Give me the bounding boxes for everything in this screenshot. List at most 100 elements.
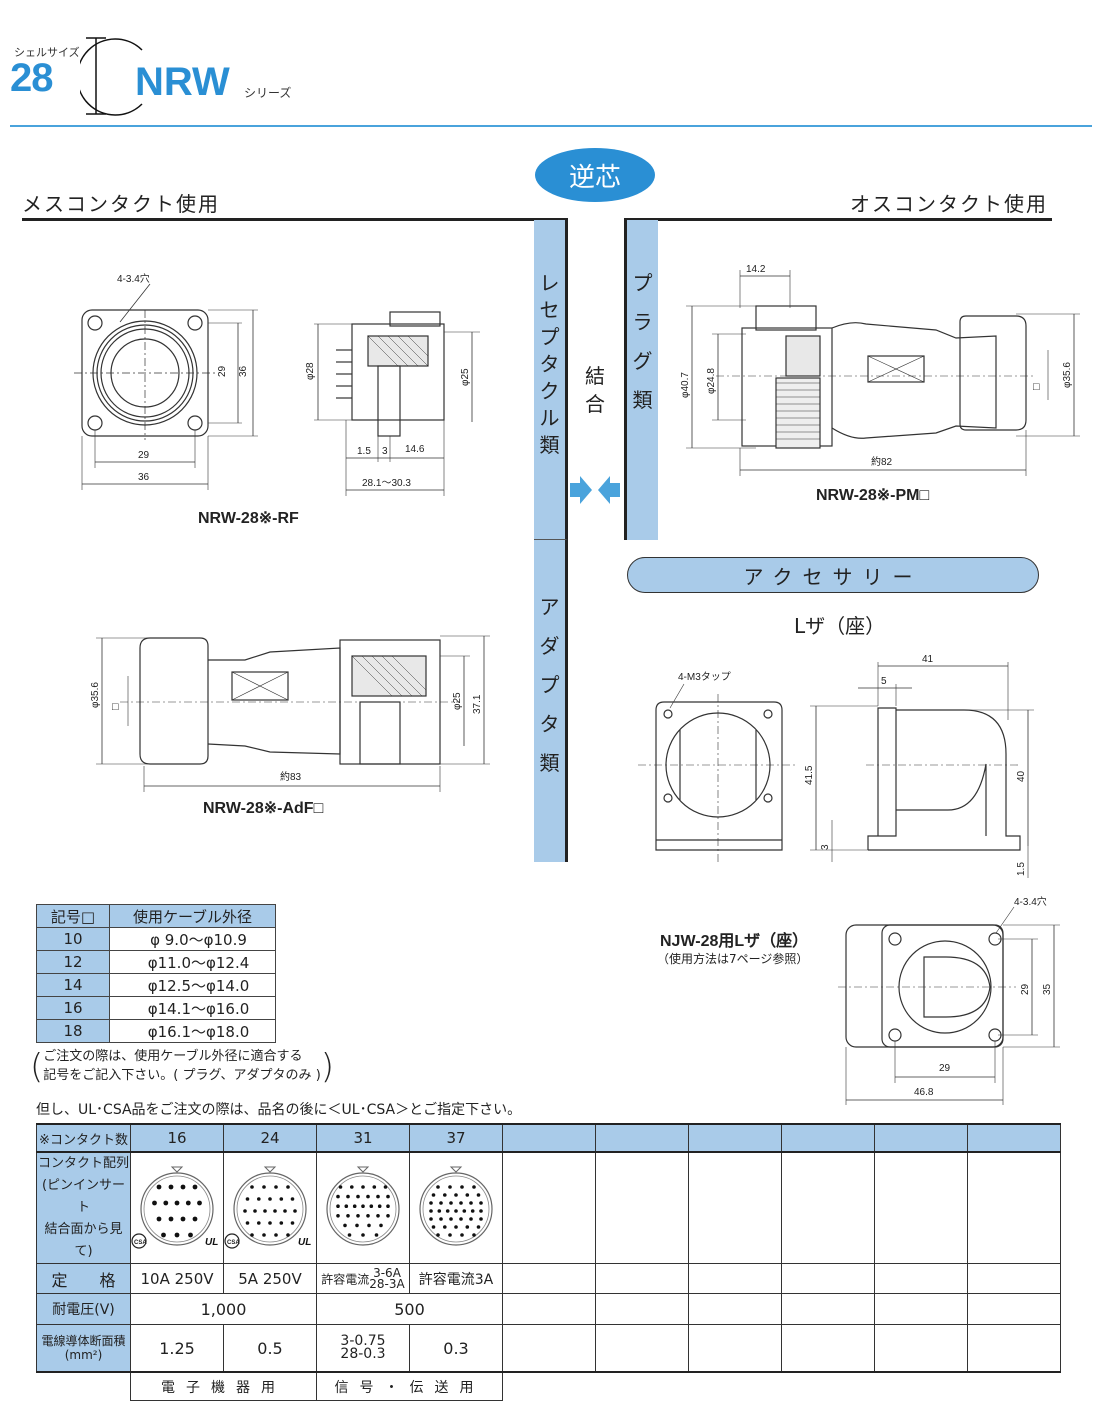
receptacle-char: プ (539, 325, 560, 349)
contact-pin (336, 1195, 340, 1199)
adf-caption: NRW-28※-AdF□ (203, 800, 324, 817)
contact-pin (243, 1209, 247, 1214)
njw-dim: 35 (1042, 983, 1053, 995)
contact-pin (377, 1204, 382, 1209)
rf-dim: 1.5 (357, 446, 371, 457)
empty-cell (595, 1293, 689, 1326)
empty-cell (967, 1293, 1061, 1326)
empty-cell (874, 1324, 968, 1373)
cable-code: 10 (36, 927, 110, 951)
contact-pin (366, 1214, 370, 1218)
contact-pin (472, 1233, 476, 1238)
header-rule (10, 125, 1092, 127)
rf-dim: 36 (238, 365, 249, 377)
rating-value: 許容電流3A (409, 1263, 503, 1295)
empty-cell (595, 1263, 689, 1295)
pm-cable-code-box: □ (1033, 381, 1040, 393)
l-mount-drawing: 4-M3タップ 41 5 41.5 40 3 1.5 (638, 654, 1034, 878)
contact-pin (245, 1221, 250, 1226)
row-label-voltage: 耐電圧(V) (36, 1293, 131, 1326)
cable-range: φ12.5〜φ14.0 (109, 973, 276, 997)
contact-pin (347, 1233, 352, 1238)
cable-order-note: ( ご注文の際は、使用ケーブル外径に適合する 記号をご記入下さい。( プラグ、ア… (30, 1048, 334, 1086)
empty-cell (781, 1293, 875, 1326)
adf-dim: 37.1 (472, 694, 483, 714)
receptacle-char: セ (539, 298, 560, 322)
wire-area-value: 0.5 (223, 1324, 317, 1373)
pm-dim: φ35.6 (1062, 362, 1073, 388)
njw-dim: 29 (1020, 983, 1031, 995)
rf-receptacle-drawing: 4-3.4穴 29 36 29 36 φ28 φ25 1.5 3 14.6 28… (74, 272, 480, 496)
contact-pin (283, 1209, 287, 1214)
row-label-contacts: ※コンタクト数 (36, 1123, 131, 1153)
empty-cell (781, 1151, 875, 1265)
empty-cell (967, 1263, 1061, 1295)
contact-pin (443, 1225, 447, 1230)
contact-count: 16 (130, 1123, 224, 1153)
empty-cell (502, 1263, 596, 1295)
rf-dim: 29 (138, 450, 150, 461)
njw-mount-title: NJW-28用Lザ（座） (660, 933, 809, 950)
pin-layout-31 (316, 1151, 410, 1265)
rf-dim: 3 (382, 446, 388, 457)
cable-range: φ14.1〜φ16.0 (109, 996, 276, 1020)
rf-caption: NRW-28※-RF (198, 510, 299, 527)
contact-pin (263, 1209, 267, 1214)
insert-outline (419, 1172, 493, 1246)
empty-cell (688, 1324, 782, 1373)
contact-pin (286, 1233, 290, 1238)
empty-cell (688, 1123, 782, 1153)
cable-note-line2: 記号をご記入下さい。( プラグ、アダプタのみ ) (43, 1067, 321, 1083)
contact-pin (476, 1193, 481, 1198)
plug-char: プ (632, 271, 653, 295)
contact-pin (185, 1200, 191, 1206)
contact-pin (459, 1217, 463, 1222)
contact-pin (168, 1216, 174, 1222)
row-label-layout: コンタクト配列 (ピンインサート 結合面から見て) (36, 1151, 131, 1265)
contact-pin (356, 1195, 360, 1199)
contact-pin (479, 1217, 483, 1222)
adf-adapter-drawing: φ35.6 □ φ25 37.1 約83 (90, 635, 490, 792)
contact-pin (369, 1204, 374, 1209)
empty-cell (502, 1123, 596, 1153)
pm-dim: φ24.8 (706, 368, 717, 394)
contact-pin (376, 1214, 380, 1218)
empty-cell (874, 1123, 968, 1153)
empty-cell (36, 1370, 131, 1401)
adapter-char: ア (539, 595, 560, 619)
contact-pin (343, 1223, 347, 1228)
table-row: 10 φ 9.0〜φ10.9 (36, 927, 276, 951)
empty-cell (502, 1293, 596, 1326)
csa-mark-text: CSA (134, 1240, 147, 1246)
contact-pin (279, 1197, 284, 1202)
contact-pin (253, 1209, 257, 1214)
pin-layout-24: CSA UL (223, 1151, 317, 1265)
receptacle-char: ル (539, 406, 560, 430)
paren-open: ( (30, 1046, 44, 1087)
contact-pin (274, 1185, 278, 1190)
contact-pin (431, 1193, 436, 1198)
csa-mark-icon: CSA (131, 1233, 147, 1249)
contact-pin (356, 1214, 360, 1218)
empty-cell (874, 1263, 968, 1295)
contact-pin (436, 1233, 440, 1238)
rf-dim: 29 (217, 365, 228, 377)
contact-pin (336, 1204, 340, 1209)
contact-pin (180, 1184, 186, 1190)
receptacle-char: 類 (539, 433, 560, 457)
contact-pin (250, 1233, 254, 1238)
contact-pin (174, 1232, 180, 1238)
row-label-layout-line: (ピンインサート (41, 1178, 126, 1216)
njw-dim: 46.8 (914, 1087, 934, 1098)
insert-inner-ring (236, 1175, 304, 1243)
csa-mark-icon: CSA (224, 1233, 240, 1249)
series-suffix: シリーズ (244, 86, 292, 100)
adapter-char: 類 (539, 751, 560, 775)
contact-pin (429, 1217, 433, 1222)
ul-mark-text: UL (298, 1237, 311, 1248)
row-label-rating: 定 格 (36, 1263, 131, 1295)
contact-pin (163, 1200, 169, 1206)
contact-pin (262, 1185, 266, 1190)
l-mount-dim: 3 (820, 844, 831, 850)
